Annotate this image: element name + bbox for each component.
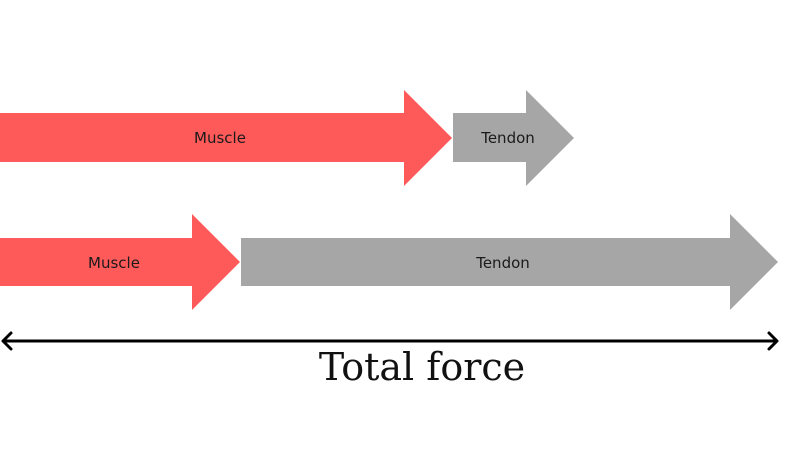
row-1-tendon-label: Tendon xyxy=(480,129,535,147)
row-2: Muscle Tendon xyxy=(0,214,778,310)
row-1: Muscle Tendon xyxy=(0,90,574,186)
row-2-muscle-label: Muscle xyxy=(88,254,140,272)
total-force-label: Total force xyxy=(319,345,525,389)
row-2-tendon-label: Tendon xyxy=(475,254,530,272)
right-arrowhead xyxy=(767,331,779,351)
row-2-muscle-arrow xyxy=(0,214,240,310)
row-1-tendon-arrow xyxy=(453,90,574,186)
row-1-muscle-arrow xyxy=(0,90,452,186)
row-1-muscle-label: Muscle xyxy=(194,129,246,147)
left-arrowhead xyxy=(1,331,13,351)
total-force-axis: Total force xyxy=(1,331,779,389)
row-2-tendon-arrow xyxy=(241,214,778,310)
